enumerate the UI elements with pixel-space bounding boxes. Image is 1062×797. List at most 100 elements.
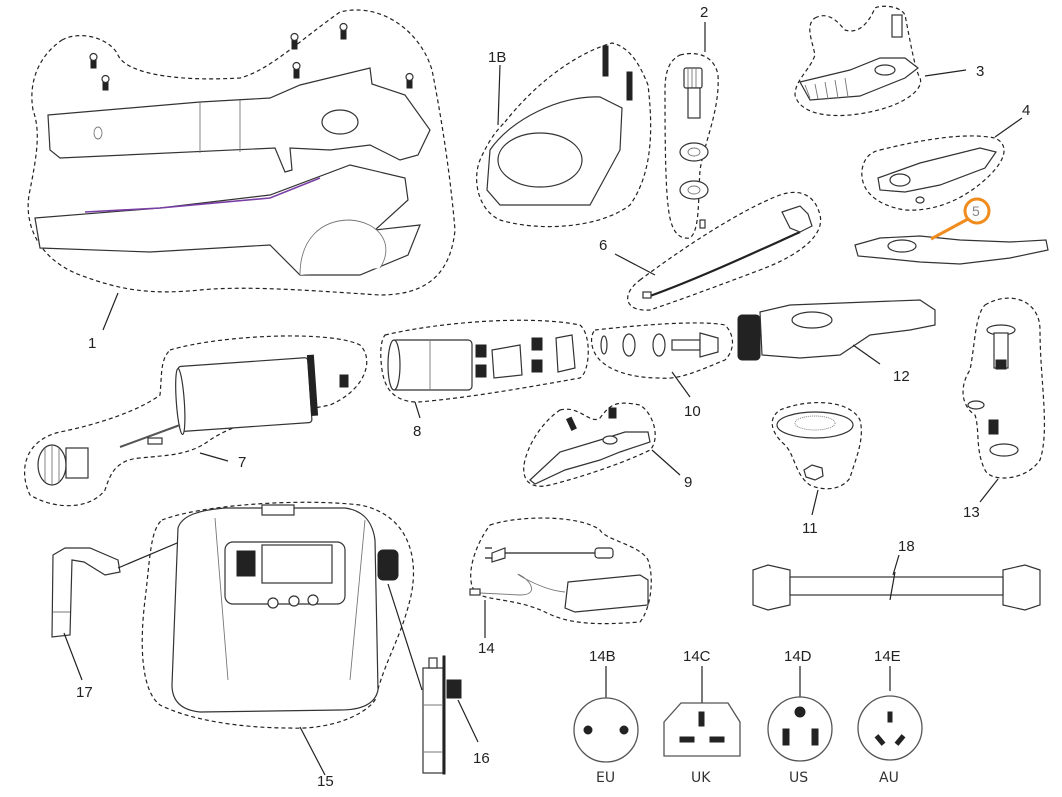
label-7: 7 [238,454,246,471]
motor-body [177,357,313,432]
label-14b: 14B [589,648,616,665]
leader-3 [924,69,967,77]
battery-body [171,507,379,713]
bevel-shaft [671,339,701,351]
motor-wires [119,424,181,448]
group-outline-4 [861,135,1005,211]
label-8: 8 [413,423,421,440]
plug-region-eu: EU [596,770,615,786]
group-outline-1 [27,9,456,296]
cable-end-left [752,564,791,611]
part-group-7[interactable]: 7 [23,335,368,507]
connector-thread [446,679,462,699]
planet-carrier-2 [555,334,576,373]
motor-pinion [339,374,349,388]
counter-blade-bore [889,173,911,187]
part-group-5[interactable]: 5 [854,197,1049,265]
group-outline-1b [476,42,652,228]
uk-plug-face [663,702,741,757]
crown-nut [803,464,824,481]
housing-cup [299,219,387,276]
part-group-8[interactable]: 8 [380,319,589,440]
label-4: 4 [1022,102,1030,119]
motor-cap [306,354,319,416]
gear-sector [799,57,919,101]
label-12: 12 [893,368,910,385]
part-group-13[interactable]: 13 [962,297,1046,521]
battery-button-3[interactable] [307,594,319,606]
leader-4 [994,117,1023,138]
belt-clip [51,547,121,638]
washer-large [989,443,1019,457]
label-5: 5 [972,203,980,219]
cover-screw-b [626,71,633,101]
part-group-9[interactable]: 9 [523,402,693,491]
part-group-16[interactable]: 16 [387,583,490,775]
gearbox-ring [387,339,401,391]
part-group-11[interactable]: 11 [771,401,862,537]
head-frame-bore [791,311,833,329]
washer [600,335,608,355]
ac-connector [594,547,614,559]
motor-end [175,368,186,436]
socket-housing [65,447,89,479]
group-outline-7 [23,335,368,507]
housing-seam [199,100,241,153]
leader-7 [199,452,229,462]
trigger-spring [565,416,577,431]
label-11: 11 [802,520,818,537]
leader-9 [651,449,681,476]
washer-small [967,400,985,410]
dc-plug [469,588,481,596]
part-group-14[interactable]: 14 [469,517,652,657]
pinion-shaft [687,87,701,119]
leader-1b [497,64,501,126]
bolt-small [988,419,999,435]
label-13: 13 [963,504,980,521]
part-group-4[interactable]: 4 [861,102,1031,211]
upper-housing [47,67,431,173]
pinion-gear [683,67,703,89]
group-outline-15 [141,501,415,729]
leader-16 [457,699,479,743]
part-group-10[interactable]: 10 [591,322,734,420]
label-3-text: 3 [976,63,984,80]
battery-button-2[interactable] [288,595,300,607]
group-outline-11 [771,401,862,490]
group-outline-10 [591,322,734,379]
group-outline-6 [627,191,822,311]
part-group-12[interactable]: 12 [737,299,936,385]
gear-bore [874,64,896,76]
plug-14d-us[interactable]: 14D US [767,648,833,786]
part-group-2[interactable]: 2 [664,4,719,239]
bearing-a [622,333,636,357]
plug-14c-uk[interactable]: 14C UK [663,648,741,786]
label-14e: 14E [874,648,901,665]
part-group-3[interactable]: 2 3 [794,5,984,117]
battery-side-socket [377,549,399,581]
highlight-ring-5 [963,197,991,225]
trigger-screw [608,407,617,419]
label-9: 9 [684,474,692,491]
battery-top-port [261,504,295,516]
label-14: 14 [478,640,495,657]
group-outline-9 [523,402,656,487]
label-15: 15 [317,773,334,790]
cable-break [889,571,896,601]
part-group-1b[interactable]: 1B [476,42,652,228]
label-18: 18 [898,538,915,555]
part-group-15[interactable]: 15 [141,501,415,790]
part-group-18[interactable]: 18 [752,538,1041,611]
plug-14e-au[interactable]: 14E AU [857,648,923,786]
cable-end-right [1002,564,1041,611]
battery-button-1[interactable] [267,597,279,609]
plug-14b-eu[interactable]: 14B EU [573,648,639,786]
part-group-1[interactable]: 1 [27,9,456,352]
group-outline-2 [664,53,719,239]
part-group-6[interactable]: 6 [599,191,822,311]
planet-gears [475,337,543,378]
label-1: 1 [88,335,96,352]
leader-17 [63,632,83,681]
leader-8 [414,401,421,419]
